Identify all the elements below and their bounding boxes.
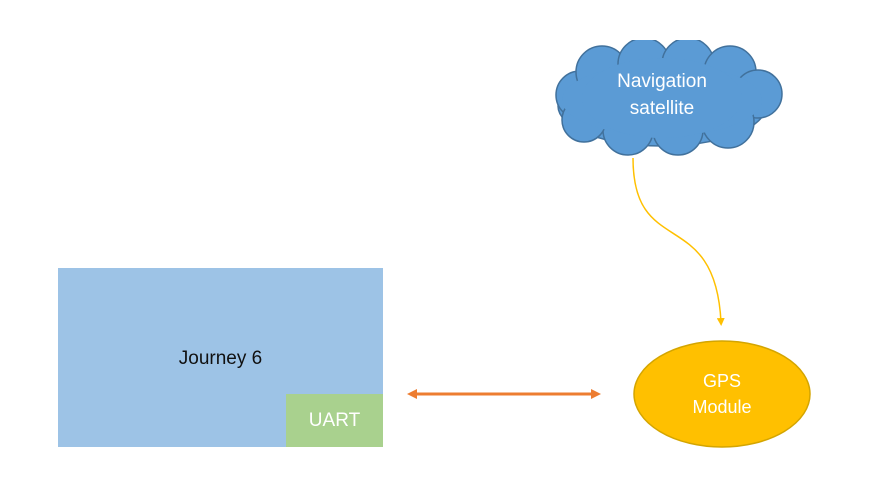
gps-module-label-line1: GPS [702, 371, 741, 391]
navigation-satellite-cloud: Navigation satellite [538, 37, 786, 156]
satellite-signal-arrow [632, 157, 725, 326]
gps-module-node: GPS Module [633, 340, 811, 448]
gps-module-label-line2: Module [692, 397, 752, 417]
uart-block: UART [286, 394, 383, 447]
journey-6-label: Journey 6 [178, 348, 263, 369]
satellite-label-line1: Navigation [617, 71, 707, 92]
uart-label: UART [308, 409, 361, 431]
gps-module-ellipse [633, 340, 811, 448]
cloud-shape [555, 37, 783, 156]
journey-6-block: Journey 6 UART [58, 268, 383, 447]
satellite-label-line2: satellite [629, 98, 695, 119]
